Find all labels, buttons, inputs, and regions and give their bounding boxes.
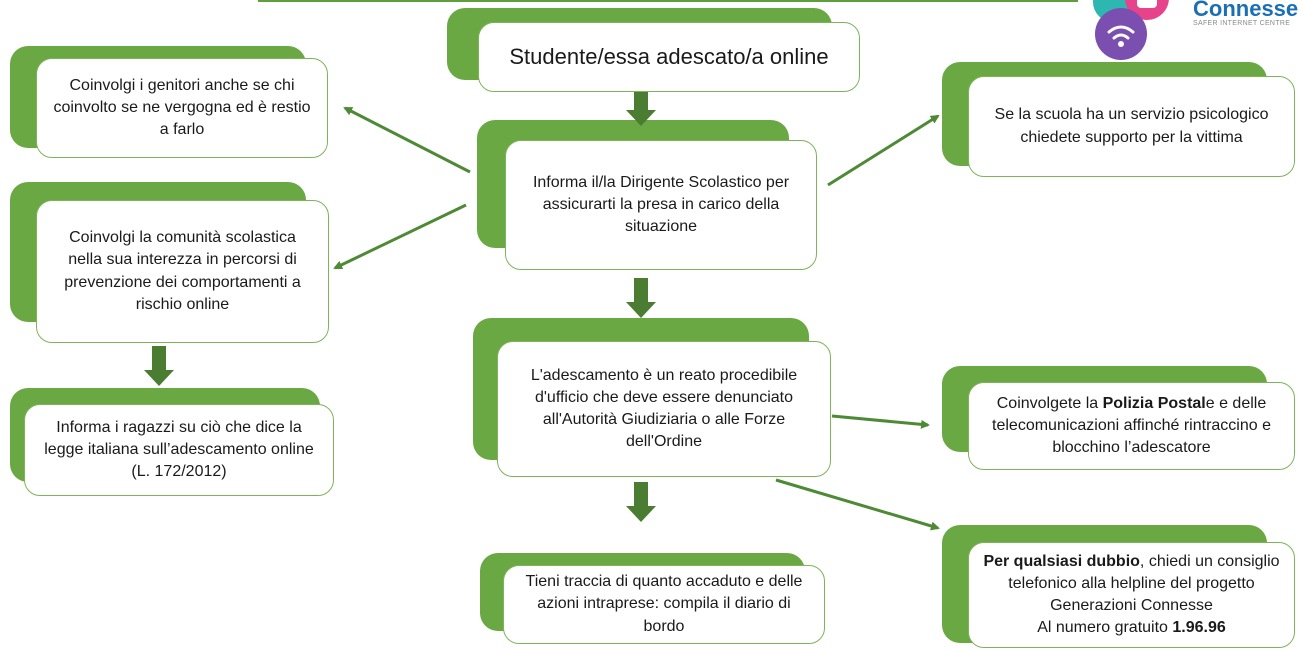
servizio-psicologico-box: Se la scuola ha un servizio psicologico … xyxy=(968,76,1295,177)
informa-ragazzi-box: Informa i ragazzi su ciò che dice la leg… xyxy=(24,404,334,496)
down-arrow-1 xyxy=(626,86,656,126)
traccia-text: Tieni traccia di quanto accaduto e delle… xyxy=(525,573,803,635)
helpline-line4: Al numero gratuito xyxy=(1037,619,1173,637)
down-arrow-3 xyxy=(626,482,656,522)
arrow-to-helpline xyxy=(775,478,940,531)
polizia-box: Coinvolgete la Polizia Postale e delle t… xyxy=(968,382,1295,470)
logo-subtitle: SAFER INTERNET CENTRE xyxy=(1193,20,1291,27)
informa-ragazzi-text: Informa i ragazzi su ciò che dice la leg… xyxy=(44,418,314,481)
generazioni-connesse-logo: Connesse SAFER INTERNET CENTRE xyxy=(1075,0,1302,62)
polizia-text-pre: Coinvolgete la xyxy=(996,394,1103,412)
helpline-mid: , chiedi un consiglio telefonico alla he… xyxy=(1008,552,1280,614)
helpline-bold-1: Per qualsiasi dubbio xyxy=(983,552,1140,570)
informa-dirigente-text: Informa il/la Dirigente Scolastico per a… xyxy=(532,173,790,236)
comunita-text: Coinvolgi la comunità scolastica nella s… xyxy=(64,229,301,313)
comunita-box: Coinvolgi la comunità scolastica nella s… xyxy=(36,200,329,343)
polizia-text-post: e e delle telecomunicazioni affinché rin… xyxy=(992,394,1271,457)
title-text: Studente/essa adescato/a online xyxy=(509,43,829,69)
arrow-to-servizio-psicologico xyxy=(827,114,940,187)
helpline-text: Per qualsiasi dubbio, chiedi un consigli… xyxy=(983,551,1280,639)
down-arrow-2 xyxy=(626,278,656,318)
arrow-to-genitori xyxy=(343,106,471,174)
polizia-text: Coinvolgete la Polizia Postale e delle t… xyxy=(983,393,1280,459)
genitori-text: Coinvolgi i genitori anche se chi coinvo… xyxy=(53,76,311,139)
down-arrow-left xyxy=(144,346,174,386)
servizio-psicologico-text: Se la scuola ha un servizio psicologico … xyxy=(994,106,1269,146)
logo-brand-text: Connesse xyxy=(1193,0,1299,21)
helpline-number: 1.96.96 xyxy=(1172,619,1226,637)
top-divider-line xyxy=(258,0,1078,2)
reato-box: L'adescamento è un reato procedibile d'u… xyxy=(497,341,831,477)
title-box: Studente/essa adescato/a online xyxy=(478,22,860,92)
genitori-box: Coinvolgi i genitori anche se chi coinvo… xyxy=(36,58,328,158)
arrow-to-comunita xyxy=(333,203,467,270)
traccia-box: Tieni traccia di quanto accaduto e delle… xyxy=(503,565,825,644)
polizia-text-bold: Polizia Postal xyxy=(1102,394,1206,412)
helpline-box: Per qualsiasi dubbio, chiedi un consigli… xyxy=(968,542,1295,648)
informa-dirigente-box: Informa il/la Dirigente Scolastico per a… xyxy=(505,140,817,270)
arrow-to-polizia xyxy=(831,414,930,429)
reato-text: L'adescamento è un reato procedibile d'u… xyxy=(530,366,798,451)
logo-icon xyxy=(1093,0,1169,60)
